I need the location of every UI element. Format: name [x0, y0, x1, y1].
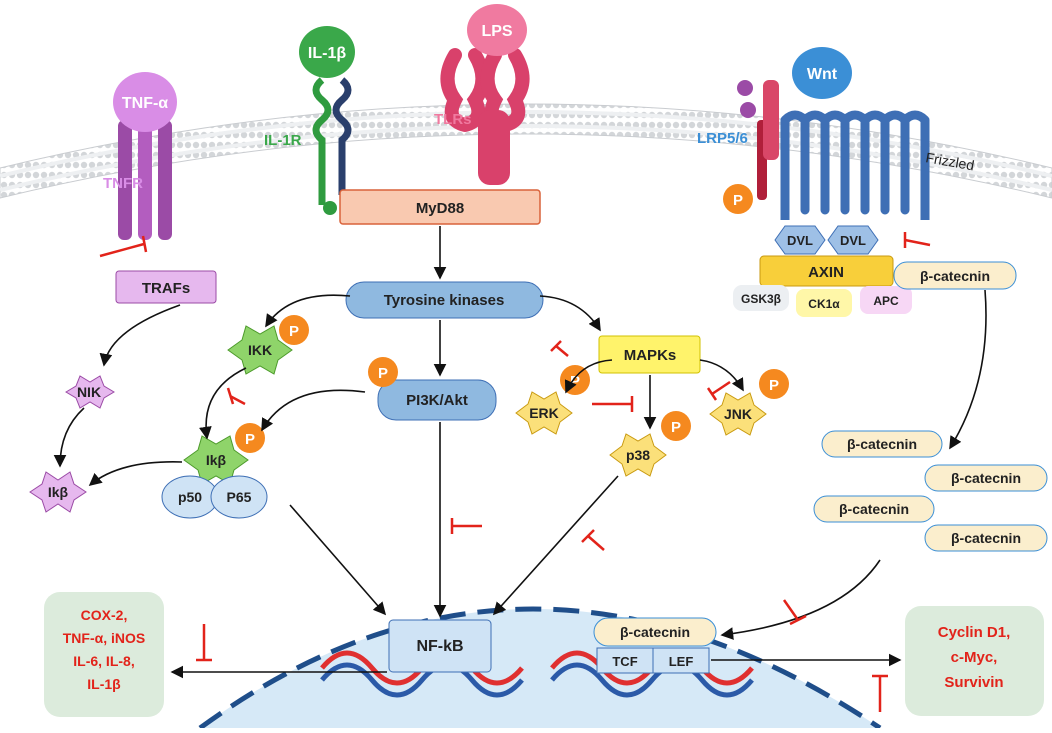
p38-star — [609, 433, 667, 477]
nfkb-box — [388, 619, 492, 673]
inflammatory-line-3: IL-6, IL-8, — [73, 653, 134, 669]
svg-text:NIK: NIK — [77, 384, 101, 400]
svg-text:LEF: LEF — [669, 654, 694, 669]
svg-text:β-catecnin: β-catecnin — [951, 470, 1021, 486]
il1b-ligand — [299, 26, 355, 78]
svg-text:NF-kB: NF-kB — [416, 638, 463, 655]
beta-catenin-nuclear — [593, 617, 717, 647]
svg-text:JNK: JNK — [724, 406, 752, 422]
tlr-receptor — [440, 48, 530, 185]
svg-text:P: P — [289, 323, 299, 340]
svg-text:ERK: ERK — [529, 405, 559, 421]
lrp-label: LRP5/6 — [697, 130, 748, 147]
tyrosine-kinases-box — [345, 281, 544, 319]
inflammatory-line-2: TNF-α, iNOS — [63, 630, 146, 646]
nik-star — [65, 375, 115, 409]
svg-text:MAPKs: MAPKs — [624, 347, 677, 364]
svg-text:AXIN: AXIN — [808, 264, 844, 281]
svg-text:DVL: DVL — [787, 233, 813, 248]
wnt-output-line-3: Survivin — [944, 674, 1003, 691]
svg-text:DVL: DVL — [840, 233, 866, 248]
svg-text:APC: APC — [873, 294, 899, 308]
myd88-label: MyD88 — [416, 200, 464, 217]
svg-text:P: P — [733, 192, 743, 209]
svg-text:P65: P65 — [227, 489, 252, 505]
il1-receptor — [312, 77, 352, 215]
svg-text:P: P — [245, 431, 255, 448]
lef-box — [652, 647, 710, 674]
lrp-receptor — [737, 80, 779, 200]
tnf-receptor — [118, 120, 172, 240]
tnfr-label: TNFR — [103, 175, 143, 192]
svg-text:TCF: TCF — [612, 654, 637, 669]
inflammatory-line-4: IL-1β — [87, 676, 121, 692]
trafs-box — [115, 270, 217, 304]
gsk3b-box — [733, 285, 789, 311]
ikb-free-star — [29, 471, 87, 513]
wnt-output-box — [905, 606, 1044, 716]
il1b-label: IL-1β — [308, 45, 346, 62]
inflammatory-line-1: COX-2, — [81, 607, 128, 623]
svg-text:P: P — [378, 365, 388, 382]
p65-subunit — [210, 475, 268, 519]
svg-text:β-catecnin: β-catecnin — [920, 268, 990, 284]
dvl-1 — [774, 225, 826, 255]
pi3k-akt-box — [377, 379, 497, 421]
svg-text:β-catecnin: β-catecnin — [620, 624, 690, 640]
apc-box — [860, 286, 912, 314]
beta-catenin-1 — [821, 430, 943, 458]
svg-text:CK1α: CK1α — [808, 297, 840, 311]
phospho-lrp — [723, 184, 753, 214]
beta-catenin-complex — [893, 261, 1017, 290]
wnt-output-line-2: c-Myc, — [951, 649, 998, 666]
lps-ligand — [467, 4, 527, 56]
inflammatory-output-box — [44, 592, 164, 717]
svg-text:β-catecnin: β-catecnin — [847, 436, 917, 452]
il1r-label: IL-1R — [264, 132, 302, 149]
ck1a-box — [796, 289, 852, 317]
phospho-ikb — [235, 423, 265, 453]
svg-text:P: P — [769, 377, 779, 394]
phospho-ikk — [279, 315, 309, 345]
dvl-2 — [827, 225, 879, 255]
svg-text:Ikβ: Ikβ — [206, 452, 227, 468]
frizzled-receptor — [780, 110, 930, 220]
svg-text:PI3K/Akt: PI3K/Akt — [406, 392, 468, 409]
activation-arrows — [53, 226, 987, 679]
erk-star — [515, 391, 573, 435]
nucleus — [198, 606, 882, 731]
svg-text:β-catecnin: β-catecnin — [951, 530, 1021, 546]
beta-catenin-4 — [924, 524, 1048, 552]
wnt-label: Wnt — [807, 66, 838, 83]
wnt-ligand — [792, 47, 852, 99]
myd88-box — [339, 189, 541, 225]
lps-label: LPS — [481, 23, 512, 40]
ikk-star — [227, 325, 293, 375]
phospho-jnk — [759, 369, 789, 399]
phospho-pi3k — [368, 357, 398, 387]
jnk-star — [709, 392, 767, 436]
tlrs-label: TLRs — [434, 111, 472, 128]
tnf-alpha-ligand — [113, 72, 177, 132]
beta-catenin-3 — [813, 495, 935, 523]
beta-catenin-2 — [924, 464, 1048, 492]
wnt-output-line-1: Cyclin D1, — [938, 624, 1011, 641]
mapks-box — [598, 335, 701, 374]
svg-text:GSK3β: GSK3β — [741, 292, 781, 306]
inhibition-marks — [99, 232, 931, 712]
svg-text:TRAFs: TRAFs — [142, 280, 190, 297]
phospho-p38 — [661, 411, 691, 441]
axin-box — [759, 255, 894, 287]
svg-text:p50: p50 — [178, 489, 202, 505]
svg-text:P: P — [671, 419, 681, 436]
tcf-box — [596, 647, 654, 674]
svg-text:Ikβ: Ikβ — [48, 484, 69, 500]
svg-text:IKK: IKK — [248, 342, 272, 358]
svg-text:p38: p38 — [626, 447, 650, 463]
svg-text:Tyrosine kinases: Tyrosine kinases — [384, 292, 505, 309]
svg-text:β-catecnin: β-catecnin — [839, 501, 909, 517]
tnf-alpha-label: TNF-α — [122, 95, 168, 112]
